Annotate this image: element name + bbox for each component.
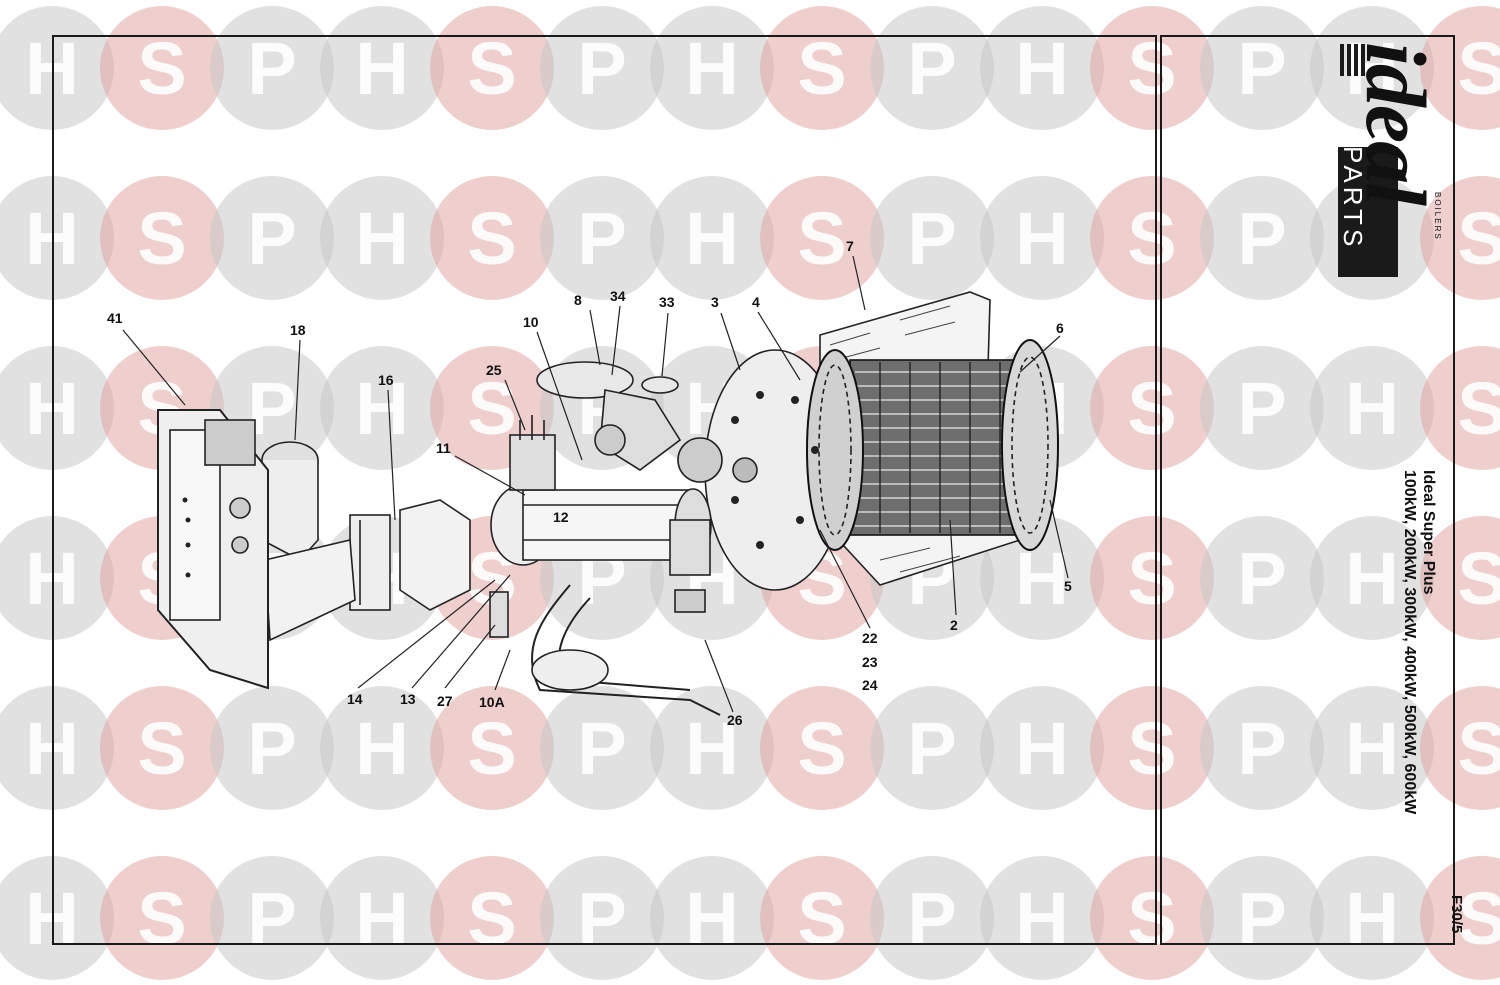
combustion-fan <box>261 441 356 642</box>
ideal-logo: ideal PARTS BOILERS <box>1338 42 1444 282</box>
callout-25: 25 <box>486 362 502 378</box>
callout-10a: 10A <box>479 694 505 710</box>
callout-41: 41 <box>107 310 123 326</box>
callout-24: 24 <box>862 677 878 693</box>
air-inlet-duct <box>349 499 471 611</box>
rear-flange <box>1001 339 1059 551</box>
callout-14: 14 <box>347 691 363 707</box>
callout-13: 13 <box>400 691 416 707</box>
callout-11: 11 <box>436 440 451 456</box>
callout-3: 3 <box>711 294 719 310</box>
callout-27: 27 <box>437 693 453 709</box>
callout-6: 6 <box>1056 320 1064 336</box>
logo-boilers-label: BOILERS <box>1433 192 1442 241</box>
callout-5: 5 <box>1064 578 1072 594</box>
figure-ref: F30/5 <box>1448 895 1465 934</box>
callout-12: 12 <box>553 509 569 525</box>
front-flange <box>704 349 864 591</box>
callout-22: 22 <box>862 630 878 646</box>
callout-4: 4 <box>752 294 760 310</box>
product-title: Ideal Super Plus <box>1420 470 1437 595</box>
product-ratings: 100kW, 200kW, 300kW, 400kW, 500kW, 600kW <box>1401 470 1418 815</box>
control-box <box>157 409 269 690</box>
callout-26: 26 <box>727 712 743 728</box>
callout-7: 7 <box>846 238 854 254</box>
electrode-assembly <box>509 415 556 491</box>
logo-parts-label: PARTS <box>1338 146 1368 251</box>
callout-23: 23 <box>862 654 878 670</box>
callout-33: 33 <box>659 294 675 310</box>
callout-10: 10 <box>523 314 539 330</box>
callout-8: 8 <box>574 292 582 308</box>
callout-16: 16 <box>378 372 394 388</box>
callout-34: 34 <box>610 288 626 304</box>
callout-18: 18 <box>290 322 306 338</box>
callout-2: 2 <box>950 617 958 633</box>
